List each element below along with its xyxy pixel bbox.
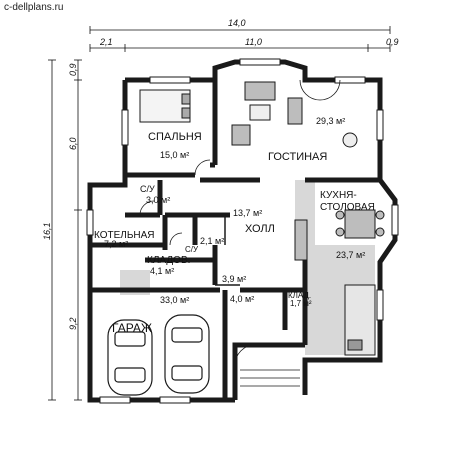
room-name-bath2: С/У — [185, 245, 199, 254]
room-name-boiler: КОТЕЛЬНАЯ — [94, 230, 155, 241]
room-name-garage: ГАРАЖ — [112, 321, 152, 335]
room-name-storage: КЛАДОВ. — [147, 255, 190, 266]
door-swings — [139, 79, 341, 366]
room-name-hall: ХОЛЛ — [245, 223, 275, 235]
site-watermark: c-dellplans.ru — [4, 2, 64, 13]
bed — [139, 89, 191, 123]
dining-table — [335, 209, 385, 239]
dim-total-width: 14,0 — [228, 18, 246, 28]
room-area-corridor: 3,9 м² — [222, 274, 246, 284]
dim-h-top: 0,9 — [68, 63, 78, 76]
room-name-kitchen-1: КУХНЯ- — [320, 190, 357, 201]
room-name-living: ГОСТИНАЯ — [268, 151, 327, 163]
room-name-bath1: С/У — [140, 184, 155, 194]
dimension-lines-top — [89, 26, 391, 52]
kitchen-counter — [344, 284, 376, 356]
living-furniture — [231, 81, 358, 148]
room-area-bath2: 2,1 м² — [200, 236, 224, 246]
room-name-kitchen-2: СТОЛОВАЯ — [320, 202, 375, 213]
dimension-lines-left — [48, 59, 82, 401]
room-area-boiler: 7,2 м² — [104, 239, 128, 249]
room-name-pantry: КЛАД. — [288, 291, 311, 300]
car-right — [164, 314, 210, 394]
car-left — [107, 319, 153, 396]
room-area-kitchen: 23,7 м² — [336, 250, 365, 260]
hall-furniture — [294, 219, 308, 261]
windows — [86, 58, 399, 404]
room-area-vestibule: 4,0 м² — [230, 294, 254, 304]
room-area-bedroom: 15,0 м² — [160, 150, 189, 160]
dim-seg-left: 2,1 — [99, 37, 113, 47]
thin-partitions — [215, 215, 240, 286]
entrance-steps — [240, 369, 300, 387]
room-area-living: 29,3 м² — [316, 116, 345, 126]
room-area-garage: 33,0 м² — [160, 295, 189, 305]
dim-h-bottom: 9,2 — [68, 317, 78, 330]
dim-h-mid: 6,0 — [68, 137, 78, 150]
dim-total-height: 16,1 — [42, 222, 52, 240]
room-area-storage: 4,1 м² — [150, 266, 174, 276]
room-area-pantry: 1,7 м² — [290, 299, 312, 308]
dim-seg-mid: 11,0 — [245, 37, 262, 47]
room-area-bath1: 3,0 м² — [146, 195, 170, 205]
room-name-bedroom: СПАЛЬНЯ — [148, 131, 202, 143]
room-area-hall: 13,7 м² — [233, 208, 262, 218]
dim-seg-right: 0,9 — [386, 37, 399, 47]
